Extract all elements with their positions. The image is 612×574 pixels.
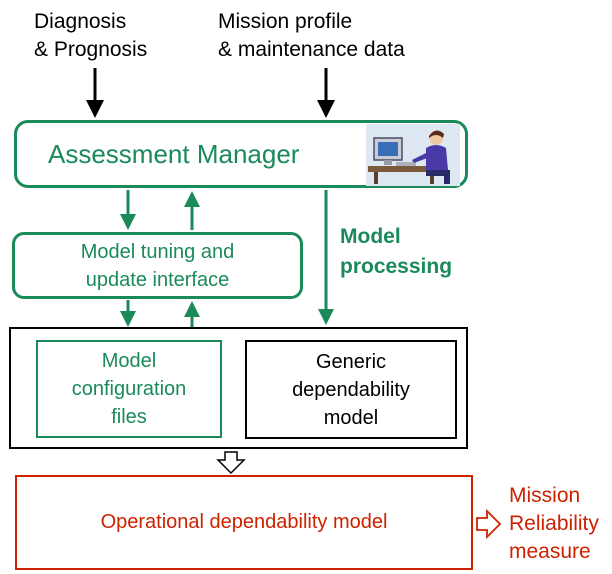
tuning-to-config-arrow	[120, 300, 136, 327]
model-processing-label: Model processing	[340, 222, 452, 282]
config-line2: configuration	[71, 378, 187, 400]
output-line1: Mission	[509, 484, 581, 507]
config-line1: Model	[101, 350, 157, 372]
assessment-manager-box	[14, 120, 468, 188]
generic-model-box: Generic dependability model	[245, 340, 457, 439]
model-processing-line2: processing	[340, 255, 453, 278]
tuning-line1: Model tuning and	[80, 240, 235, 263]
mission-line1: Mission profile	[218, 10, 353, 33]
generic-line1: Generic	[315, 350, 387, 373]
tuning-interface-box: Model tuning and update interface	[12, 232, 303, 299]
person-at-computer-icon	[366, 124, 460, 186]
hollow-right-arrow	[476, 508, 502, 540]
output-line3: measure	[509, 540, 591, 563]
diagnosis-line1: Diagnosis	[34, 10, 127, 33]
diagnosis-line2: & Prognosis	[34, 38, 148, 61]
model-processing-line1: Model	[340, 225, 401, 248]
model-processing-arrow	[318, 190, 334, 325]
tuning-to-manager-arrow	[184, 191, 200, 230]
mission-input-arrow	[317, 68, 335, 118]
diagnosis-input-arrow	[86, 68, 104, 118]
manager-to-tuning-arrow	[120, 190, 136, 230]
output-label: Mission Reliability measure	[509, 482, 599, 566]
config-files-box: Model configuration files	[36, 340, 222, 438]
output-line2: Reliability	[509, 512, 599, 535]
mission-profile-label: Mission profile & maintenance data	[218, 8, 405, 64]
generic-line3: model	[323, 406, 379, 429]
hollow-down-arrow	[216, 451, 246, 475]
config-to-tuning-arrow	[184, 301, 200, 327]
model-container-box	[9, 327, 468, 449]
operational-model-label: Operational dependability model	[100, 511, 388, 533]
config-line3: files	[111, 406, 147, 428]
diagnosis-label: Diagnosis & Prognosis	[34, 8, 147, 64]
mission-line2: & maintenance data	[218, 38, 405, 61]
operational-model-box: Operational dependability model	[15, 475, 473, 570]
assessment-manager-label: Assessment Manager	[48, 139, 300, 169]
generic-line2: dependability	[292, 378, 410, 401]
tuning-line2: update interface	[85, 268, 230, 291]
